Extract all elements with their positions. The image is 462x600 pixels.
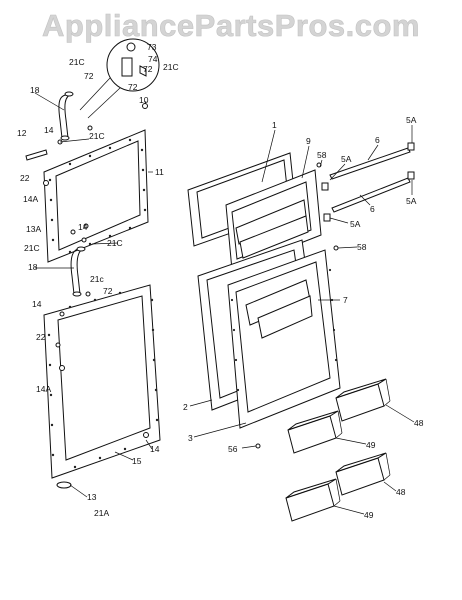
trim-piece	[25, 149, 48, 161]
callout-21c-5: 21C	[107, 238, 123, 248]
callout-9: 9	[306, 136, 311, 146]
callout-48-2: 48	[396, 487, 406, 497]
callout-5a-1: 5A	[341, 154, 352, 164]
callout-49-2: 49	[364, 510, 374, 520]
fresh-food-door-frame	[43, 284, 161, 479]
callout-73: 73	[147, 42, 157, 52]
callout-14-1: 14	[44, 125, 54, 135]
callout-21c-lower: 21c	[90, 274, 104, 284]
callout-15: 15	[132, 456, 142, 466]
door-bin-upper-left	[287, 410, 343, 454]
callout-6-2: 6	[370, 204, 375, 214]
callout-21c-3: 21C	[89, 131, 105, 141]
callout-21c-4: 21C	[24, 243, 40, 253]
fresh-food-door-handle	[70, 246, 86, 297]
screw-56	[255, 443, 261, 449]
callout-72-1: 72	[143, 64, 153, 74]
callout-14-2: 14	[78, 222, 88, 232]
fresh-food-inner-liner	[227, 249, 341, 429]
callout-13a: 13A	[26, 224, 41, 234]
callout-7: 7	[343, 295, 348, 305]
hinge-detail-circle	[79, 38, 160, 119]
door-bin-lower-left	[285, 478, 341, 522]
callout-18-2: 18	[28, 262, 38, 272]
callout-13: 13	[87, 492, 97, 502]
callout-22-2: 22	[36, 332, 46, 342]
callout-6-1: 6	[375, 135, 380, 145]
callout-14a-2: 14A	[36, 384, 51, 394]
callout-18-1: 18	[30, 85, 40, 95]
door-shelf-rails	[321, 142, 415, 222]
callout-58-upper: 58	[317, 150, 327, 160]
callout-5a-2: 5A	[406, 115, 417, 125]
freezer-inner-liner	[225, 169, 322, 271]
callout-2: 2	[183, 402, 188, 412]
freezer-door-handle	[58, 91, 74, 141]
callout-3: 3	[188, 433, 193, 443]
callout-14-4: 14	[150, 444, 160, 454]
leader-lines	[34, 92, 415, 515]
screw-58-lower	[333, 245, 339, 251]
lower-screws	[55, 223, 149, 489]
callout-49-1: 49	[366, 440, 376, 450]
callout-72-lower: 72	[103, 286, 113, 296]
callout-58-lower: 58	[357, 242, 367, 252]
callout-1: 1	[272, 120, 277, 130]
callout-14a-1: 14A	[23, 194, 38, 204]
freezer-door-frame	[43, 129, 149, 263]
callout-11: 11	[155, 167, 164, 177]
callout-72-2: 72	[128, 82, 138, 92]
callout-21c-1: 21C	[163, 62, 179, 72]
callout-74: 74	[148, 54, 158, 64]
callout-48-1: 48	[414, 418, 424, 428]
callout-labels: 1 9 58 5A 6 5A 5A 6 5A 58 7 2 3 56 48 49…	[17, 42, 424, 520]
door-bin-upper-right	[335, 378, 391, 422]
callout-22-1: 22	[20, 173, 30, 183]
callout-72-3: 72	[84, 71, 94, 81]
callout-56: 56	[228, 444, 238, 454]
callout-10: 10	[139, 95, 149, 105]
callout-14-3: 14	[32, 299, 42, 309]
callout-5a-4: 5A	[350, 219, 361, 229]
door-bin-lower-right	[335, 452, 391, 496]
callout-5a-3: 5A	[406, 196, 417, 206]
watermark: AppliancePartsPros.com	[42, 8, 420, 44]
callout-12: 12	[17, 128, 27, 138]
callout-21c-2: 21C	[69, 57, 85, 67]
callout-21a: 21A	[94, 508, 109, 518]
